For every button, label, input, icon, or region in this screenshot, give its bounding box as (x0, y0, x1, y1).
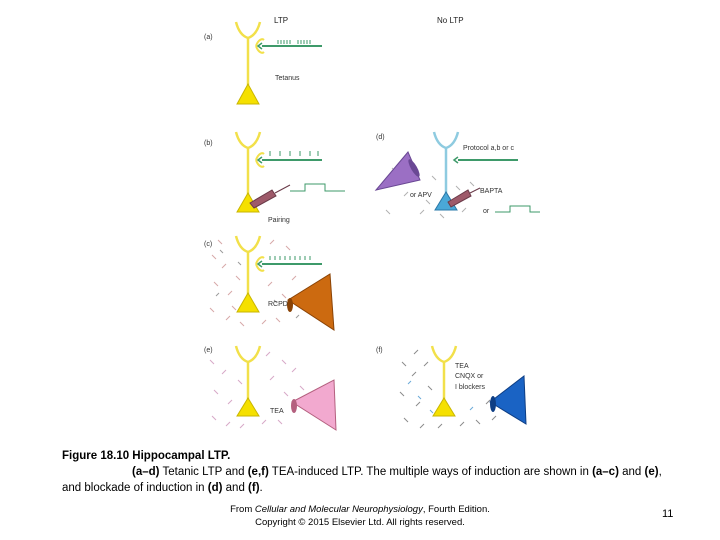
neuron-a (236, 22, 264, 104)
label-rcpd: RCPD (268, 301, 288, 308)
source-copyright: Copyright © 2015 Elsevier Ltd. All right… (255, 517, 465, 528)
caption-ref-d: (d) (208, 482, 223, 494)
neuron-f (432, 346, 456, 416)
header-ltp: LTP (274, 16, 288, 25)
caption-text-5: and (222, 482, 248, 494)
label-pairing: Pairing (268, 217, 290, 224)
pairing-electrode-b (250, 184, 345, 208)
panel-c-label: (c) (204, 241, 212, 248)
scattered-molecules-c (210, 240, 306, 326)
neuron-c (236, 236, 264, 312)
label-cnqx: CNQX or (455, 373, 484, 380)
caption-ref-e: (e) (645, 466, 659, 478)
label-protocol: Protocol a,b or c (463, 145, 514, 152)
caption-title: Figure 18.10 Hippocampal LTP. (62, 448, 662, 464)
page-number: 11 (662, 508, 673, 520)
panel-e-label: (e) (204, 347, 213, 354)
axon-c (258, 256, 322, 267)
source-suffix: , Fourth Edition. (423, 504, 490, 515)
rcpd-pipette (287, 274, 334, 330)
axon-b (258, 151, 322, 163)
caption-text-1: Tetanic LTP and (159, 466, 247, 478)
caption-ref-e-f: (e,f) (248, 466, 269, 478)
hippocampal-ltp-figure: LTP No LTP (a) Tetanus (b) (0, 0, 720, 440)
header-no-ltp: No LTP (437, 16, 464, 25)
tea-pipette-e (291, 380, 336, 430)
apv-pipette (376, 152, 422, 190)
panel-b-label: (b) (204, 140, 213, 147)
source-citation: From Cellular and Molecular Neurophysiol… (200, 503, 520, 529)
source-book-title: Cellular and Molecular Neurophysiology (255, 504, 423, 515)
label-bapta: BAPTA (480, 188, 503, 195)
caption-text-2: TEA-induced LTP. The multiple ways of in… (269, 466, 592, 478)
panel-d-label: (d) (376, 134, 385, 141)
label-tea-f: TEA (455, 363, 469, 370)
axon-d (454, 157, 518, 163)
axon-a (258, 40, 322, 49)
caption-text-6: . (260, 482, 263, 494)
label-tea-e: TEA (270, 408, 284, 415)
step-trace-d (495, 206, 540, 212)
panel-a-label: (a) (204, 34, 213, 41)
caption-ref-f: (f) (248, 482, 260, 494)
label-or: or (483, 208, 490, 215)
label-tetanus: Tetanus (275, 75, 300, 82)
figure-caption: Figure 18.10 Hippocampal LTP. (a–d) Teta… (62, 448, 662, 496)
caption-text-3: and (619, 466, 645, 478)
caption-ref-a-d: (a–d) (132, 466, 159, 478)
label-or-apv: or APV (410, 192, 432, 199)
caption-ref-a-c: (a–c) (592, 466, 619, 478)
bapta-electrode (448, 188, 480, 207)
caption-body: (a–d) Tetanic LTP and (e,f) TEA-induced … (62, 464, 662, 496)
scattered-molecules-e (210, 352, 304, 428)
label-blockers: I blockers (455, 384, 485, 391)
source-prefix: From (230, 504, 255, 515)
panel-f-label: (f) (376, 347, 383, 354)
